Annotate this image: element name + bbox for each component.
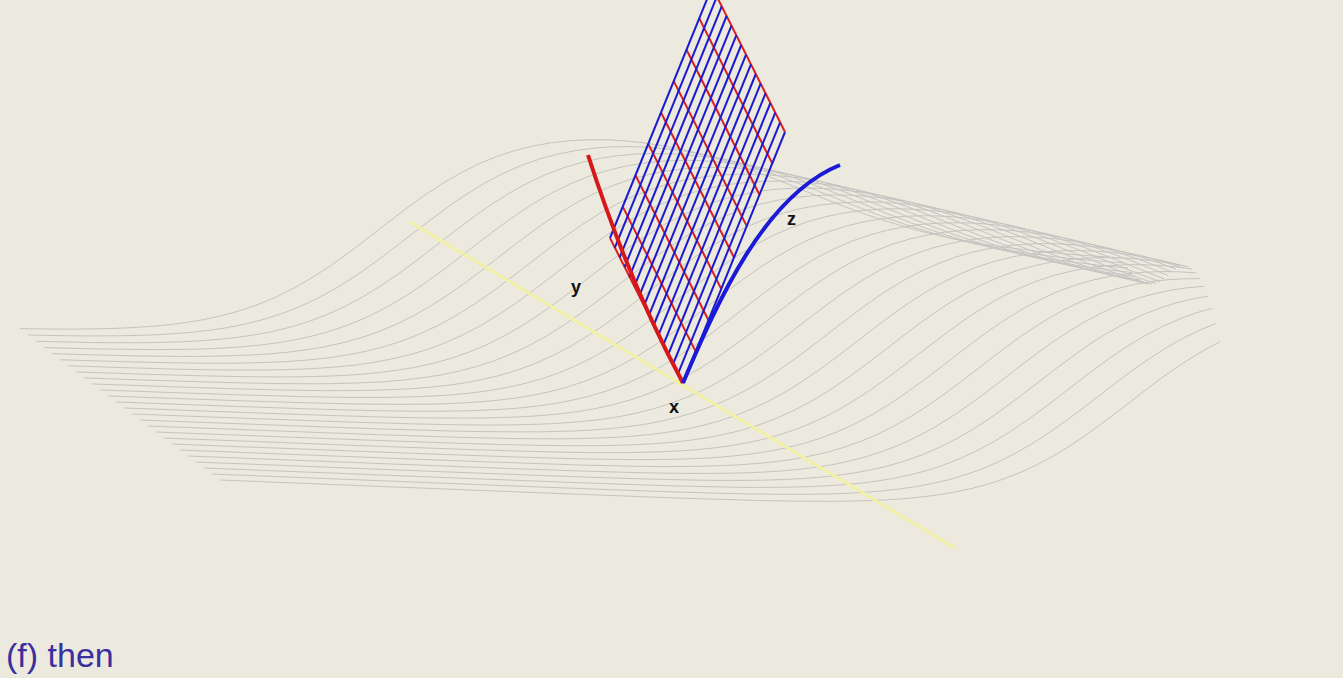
curve-label: y (571, 278, 581, 296)
wire-line (172, 272, 1196, 460)
surface-wireframe (20, 140, 1220, 502)
wire-line (108, 216, 1164, 404)
grid-line (615, 0, 717, 248)
wire-line (36, 154, 1128, 343)
wire-line (84, 195, 1152, 384)
z-curve (683, 165, 840, 383)
wire-line (212, 324, 1216, 495)
grid-line (620, 6, 722, 257)
axis-line (410, 222, 955, 548)
wire-line (164, 265, 1192, 453)
point-label: x (669, 398, 679, 416)
caption-fragment: (f) then (6, 638, 114, 672)
wire-line (44, 160, 1132, 349)
wire-line (180, 279, 1200, 467)
wire-line (156, 258, 1188, 446)
wire-line (148, 251, 1184, 439)
grid-line (610, 0, 712, 238)
wire-line (188, 286, 1204, 473)
curve-label: z (787, 210, 796, 228)
wire-line (220, 342, 1220, 502)
wire-line (204, 308, 1212, 487)
wire-line (196, 296, 1208, 480)
tangent-grid (610, 0, 785, 383)
grid-line (625, 16, 727, 267)
y-curve (588, 155, 683, 383)
wire-line (52, 167, 1136, 356)
